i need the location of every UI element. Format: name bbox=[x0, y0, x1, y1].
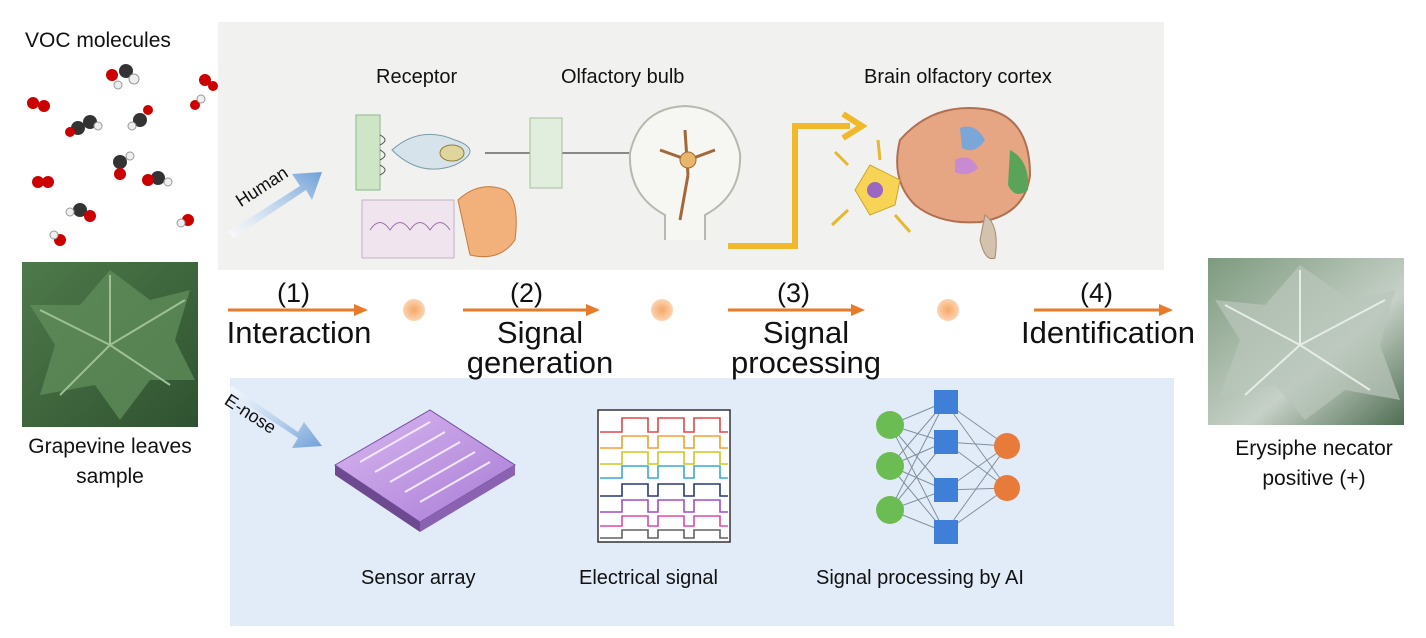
sensor-array-illustration bbox=[334, 409, 516, 532]
olfactory-bulb-illustration bbox=[529, 104, 742, 240]
cortex-arrow bbox=[728, 111, 868, 249]
olfactory-bulb-label: Olfactory bulb bbox=[561, 66, 685, 88]
process-arrows bbox=[228, 304, 1173, 316]
human-tag-arrow bbox=[228, 172, 322, 238]
sensor-array-label: Sensor array bbox=[361, 567, 476, 589]
voc-molecules bbox=[27, 64, 218, 246]
cortex-label: Brain olfactory cortex bbox=[864, 66, 1052, 88]
step-1-label: Interaction bbox=[226, 315, 372, 350]
separator-dots bbox=[403, 299, 959, 321]
ai-processing-label: Signal processing by AI bbox=[816, 567, 1024, 589]
receptor-label: Receptor bbox=[376, 66, 458, 88]
step-2-label-line2: generation bbox=[466, 345, 614, 380]
electrical-signal-label: Electrical signal bbox=[579, 567, 718, 589]
sample-label-line1: Grapevine leaves bbox=[28, 435, 192, 458]
result-label-line2: positive (+) bbox=[1262, 467, 1366, 490]
step-3-label-line1: Signal bbox=[762, 315, 850, 350]
enose-tag-arrow bbox=[228, 386, 322, 448]
step-2-number: (2) bbox=[510, 278, 543, 308]
arrow-3 bbox=[728, 304, 865, 316]
electrical-signal-illustration bbox=[597, 409, 731, 543]
diseased-leaf-image bbox=[1208, 258, 1404, 425]
voc-label: VOC molecules bbox=[25, 29, 171, 52]
step-1-number: (1) bbox=[277, 278, 310, 308]
step-2-label-line1: Signal bbox=[496, 315, 584, 350]
step-4-label: Identification bbox=[1020, 315, 1196, 350]
step-3-label-line2: processing bbox=[731, 345, 881, 380]
sample-label-line2: sample bbox=[76, 465, 144, 488]
arrow-4 bbox=[1034, 304, 1173, 316]
result-label-line1: Erysiphe necator bbox=[1235, 437, 1393, 460]
arrow-2 bbox=[463, 304, 600, 316]
brain-illustration bbox=[830, 107, 1032, 260]
grapevine-leaf-image bbox=[22, 262, 198, 427]
neural-network-illustration bbox=[876, 390, 1020, 544]
receptor-illustration bbox=[355, 114, 640, 259]
step-3-number: (3) bbox=[777, 278, 810, 308]
step-4-number: (4) bbox=[1080, 278, 1113, 308]
arrow-1 bbox=[228, 304, 368, 316]
